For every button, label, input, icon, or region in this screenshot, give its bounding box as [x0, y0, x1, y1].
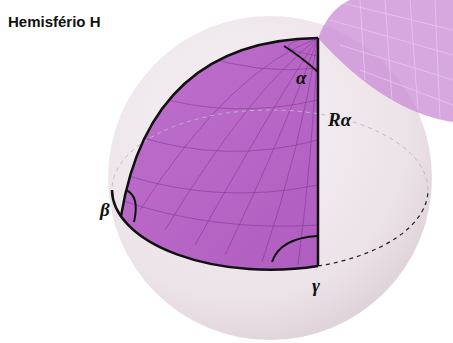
triangle-grid [120, 38, 318, 265]
title-label: Hemisfério H [8, 14, 101, 29]
equator-back [112, 110, 428, 190]
angle-mark-gamma [272, 236, 318, 262]
side-arc [121, 38, 318, 216]
equator-front [112, 190, 318, 270]
angle-label: γ [312, 276, 320, 295]
back-region [318, 0, 453, 122]
line-label: Rα [328, 110, 351, 129]
angle-label: α [296, 68, 307, 87]
equator-dashed [318, 190, 428, 266]
back-grid [330, 0, 453, 118]
angle-mark-beta [126, 190, 136, 222]
spherical-triangle [121, 38, 318, 270]
angle-label: β [100, 200, 110, 219]
